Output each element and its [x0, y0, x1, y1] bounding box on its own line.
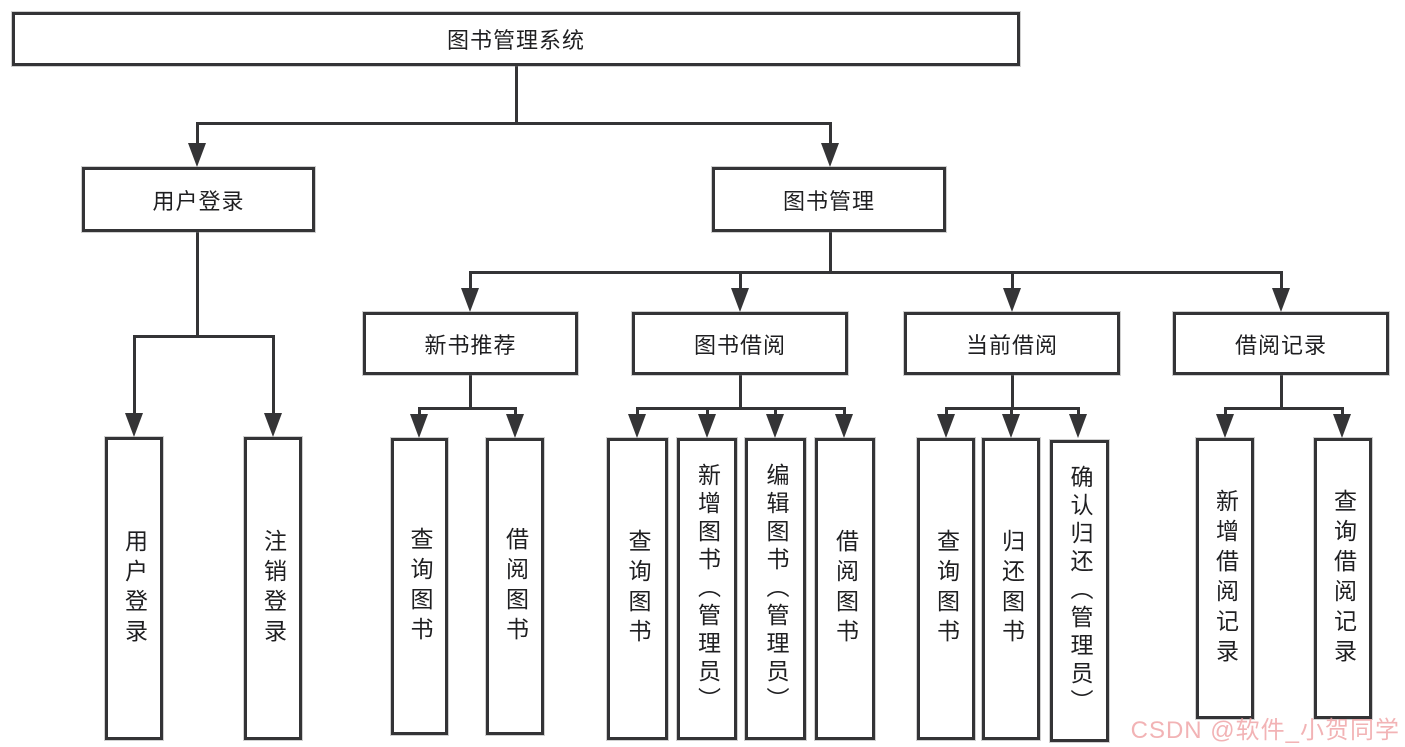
connector [1280, 271, 1283, 290]
connector [774, 407, 777, 417]
node-root: 图书管理系统 [12, 12, 1020, 66]
node-label: 用户登录 [121, 528, 148, 649]
leaf-add-book-admin: 新增图书（管理员） [677, 438, 737, 740]
connector [469, 375, 472, 407]
node-label: 图书借阅 [693, 332, 786, 358]
connector [739, 271, 742, 290]
connector [1224, 407, 1344, 410]
arrow-down-icon [821, 143, 839, 167]
node-label: 借阅图书 [832, 529, 859, 649]
arrow-down-icon [506, 414, 524, 438]
connector [133, 335, 136, 415]
leaf-query-books-1: 查询图书 [391, 438, 448, 735]
connector [418, 407, 517, 410]
node-label: 新增借阅记录 [1212, 488, 1239, 669]
leaf-query-borrow-record: 查询借阅记录 [1314, 438, 1372, 719]
node-user-login: 用户登录 [82, 167, 315, 232]
arrow-down-icon [188, 143, 206, 167]
leaf-logout: 注销登录 [244, 437, 302, 740]
node-new-book-recommend: 新书推荐 [363, 312, 578, 375]
node-label: 用户登录 [152, 188, 245, 214]
connector [196, 122, 832, 125]
leaf-query-books-2: 查询图书 [607, 438, 668, 740]
node-borrowing-records: 借阅记录 [1173, 312, 1389, 375]
connector [1010, 407, 1013, 417]
connector [1280, 375, 1283, 407]
node-label: 归还图书 [998, 529, 1025, 649]
arrow-down-icon [1002, 414, 1020, 438]
node-label: 当前借阅 [965, 332, 1058, 358]
connector [1011, 375, 1014, 407]
arrow-down-icon [628, 414, 646, 438]
connector [515, 66, 518, 122]
leaf-return-book: 归还图书 [982, 438, 1040, 740]
node-label: 借阅记录 [1234, 332, 1327, 358]
connector [636, 407, 639, 417]
connector [1224, 407, 1227, 417]
leaf-query-books-3: 查询图书 [917, 438, 975, 740]
arrow-down-icon [835, 414, 853, 438]
leaf-borrow-books-2: 借阅图书 [815, 438, 875, 740]
leaf-borrow-books-1: 借阅图书 [486, 438, 544, 735]
arrow-down-icon [461, 288, 479, 312]
node-label: 注销登录 [260, 528, 287, 649]
arrow-down-icon [937, 414, 955, 438]
node-label: 查询图书 [933, 529, 960, 649]
connector [196, 122, 199, 146]
connector [1077, 407, 1080, 417]
node-label: 编辑图书（管理员） [763, 463, 789, 715]
node-book-management: 图书管理 [712, 167, 946, 232]
node-label: 图书管理 [782, 188, 875, 214]
arrow-down-icon [698, 414, 716, 438]
connector [133, 335, 275, 338]
watermark: CSDN @软件_小贺同学 [1130, 717, 1400, 744]
arrow-down-icon [766, 414, 784, 438]
node-label: 借阅图书 [502, 526, 529, 647]
node-label: 查询借阅记录 [1330, 488, 1357, 669]
connector [636, 407, 846, 410]
node-label: 新增图书（管理员） [694, 463, 721, 715]
node-label: 查询图书 [625, 529, 651, 649]
arrow-down-icon [1069, 414, 1087, 438]
arrow-down-icon [731, 288, 749, 312]
leaf-add-borrow-record: 新增借阅记录 [1196, 438, 1254, 719]
connector [739, 375, 742, 407]
arrow-down-icon [1333, 414, 1351, 438]
node-label: 查询图书 [407, 526, 433, 647]
connector [829, 122, 832, 146]
connector [1341, 407, 1344, 417]
connector [272, 335, 275, 415]
leaf-edit-book-admin: 编辑图书（管理员） [745, 438, 806, 740]
connector [843, 407, 846, 417]
connector [469, 271, 1283, 274]
leaf-confirm-return-admin: 确认归还（管理员） [1050, 440, 1109, 742]
arrow-down-icon [264, 413, 282, 437]
node-label: 图书管理系统 [446, 28, 585, 53]
leaf-user-login: 用户登录 [105, 437, 163, 740]
arrow-down-icon [1003, 288, 1021, 312]
arrow-down-icon [125, 413, 143, 437]
node-label: 确认归还（管理员） [1067, 465, 1093, 717]
node-current-borrowing: 当前借阅 [904, 312, 1120, 375]
connector [418, 407, 421, 417]
connector [706, 407, 709, 417]
connector [196, 232, 199, 335]
arrow-down-icon [410, 414, 428, 438]
connector [1011, 271, 1014, 290]
connector [829, 232, 832, 271]
connector [469, 271, 472, 290]
node-label: 新书推荐 [424, 332, 517, 358]
arrow-down-icon [1216, 414, 1234, 438]
connector [514, 407, 517, 417]
arrow-down-icon [1272, 288, 1290, 312]
node-book-borrowing: 图书借阅 [632, 312, 848, 375]
connector [945, 407, 948, 417]
